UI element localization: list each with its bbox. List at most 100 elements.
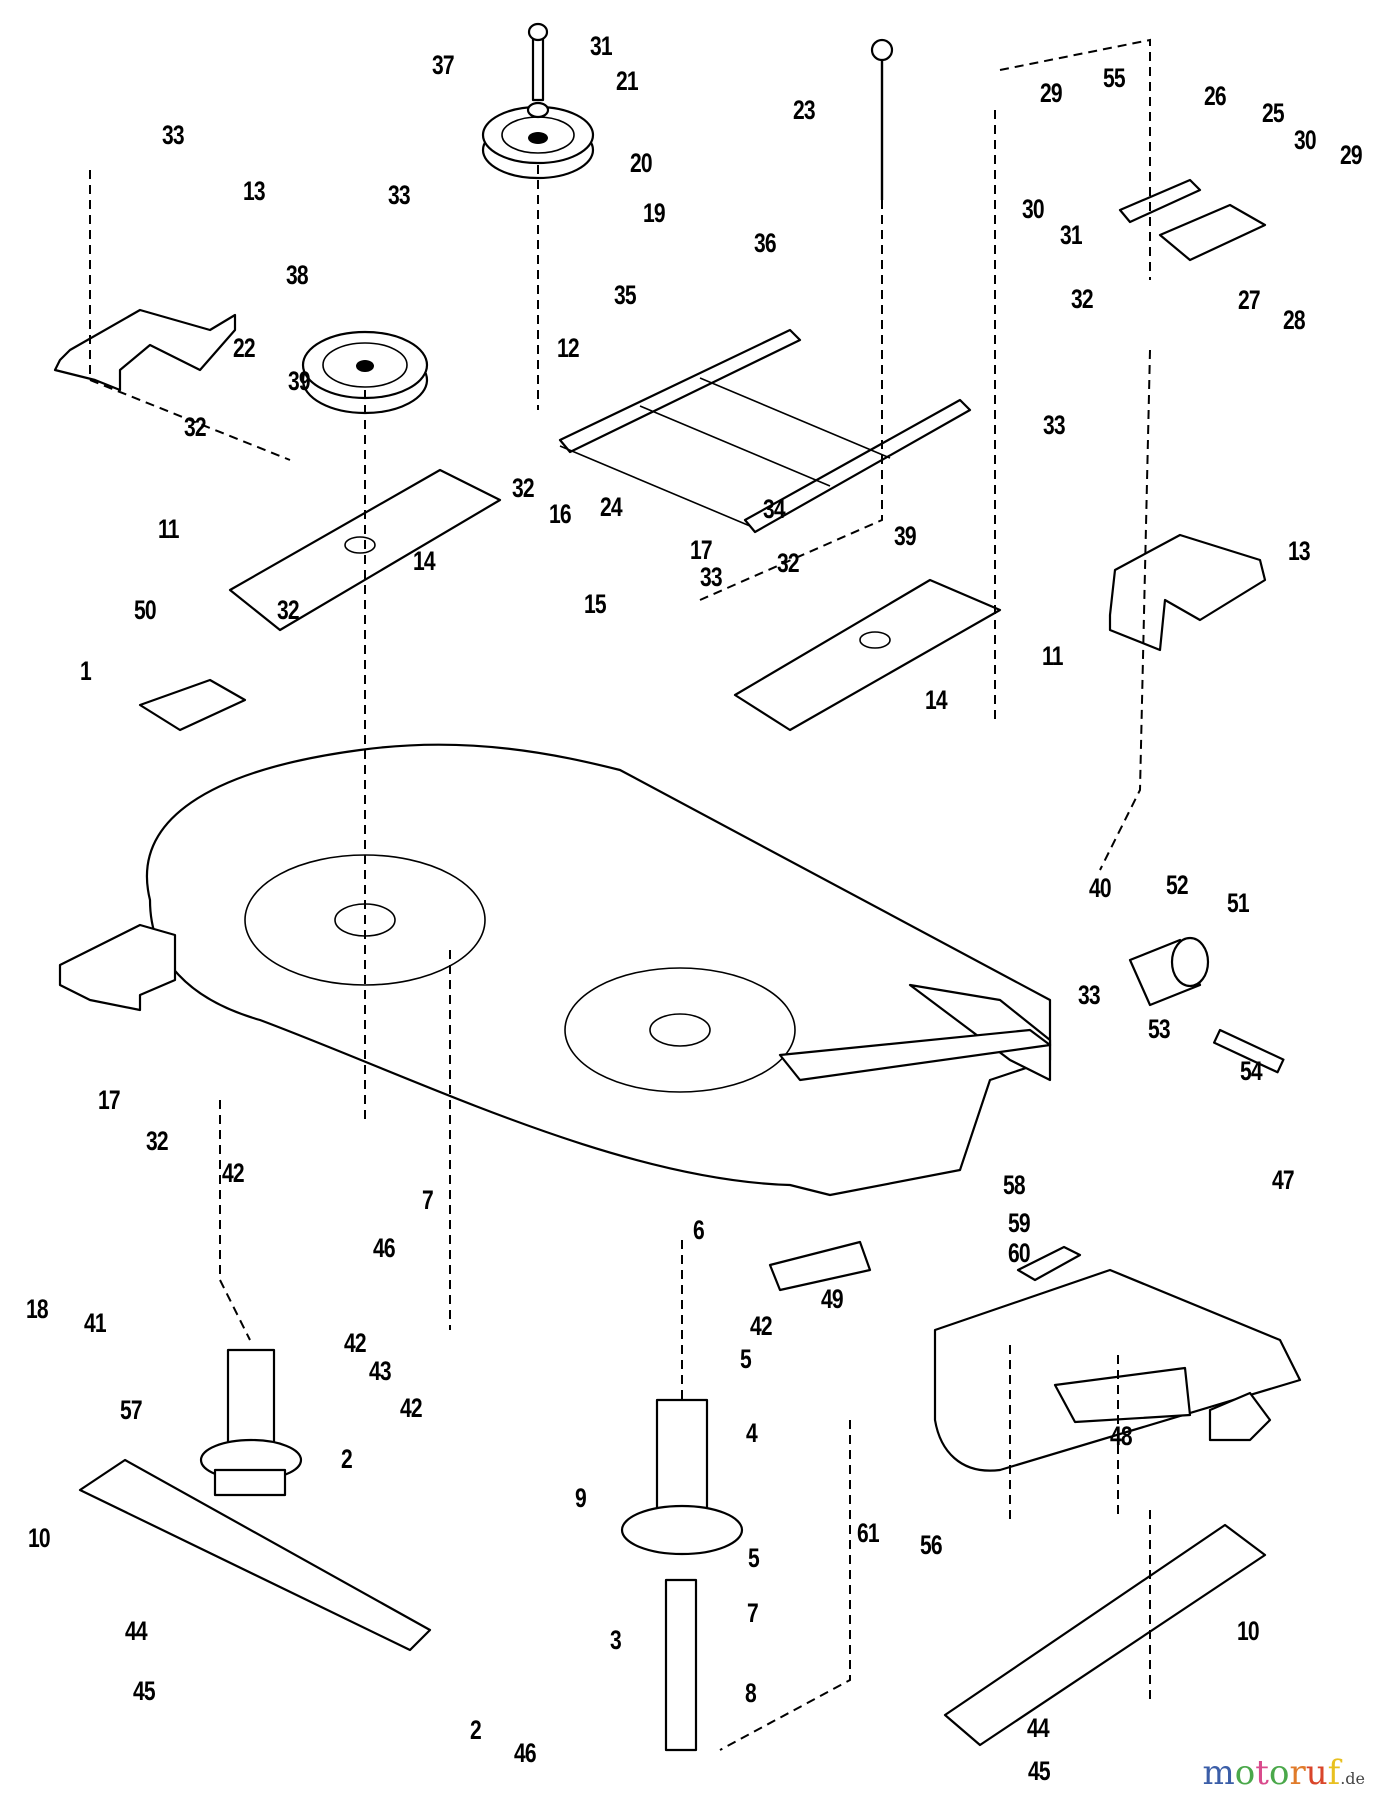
decal-48	[1208, 1391, 1272, 1442]
callout-label-30: 30	[1022, 194, 1045, 224]
callout-label-47: 47	[1272, 1165, 1295, 1195]
callout-label-5: 5	[748, 1543, 760, 1573]
callout-label-25: 25	[1262, 98, 1285, 128]
callout-label-17: 17	[690, 535, 713, 565]
callout-label-53: 53	[1148, 1014, 1171, 1044]
callout-label-44: 44	[125, 1616, 148, 1646]
watermark-letter: u	[1305, 1753, 1328, 1793]
callout-label-35: 35	[614, 280, 637, 310]
callout-label-13: 13	[243, 176, 266, 206]
callout-label-10: 10	[28, 1523, 51, 1553]
callout-label-50: 50	[134, 595, 157, 625]
callout-label-11: 11	[1042, 641, 1063, 671]
callout-label-27: 27	[1238, 285, 1261, 315]
callout-label-16: 16	[549, 499, 572, 529]
callout-label-39: 39	[288, 366, 311, 396]
callout-label-61: 61	[857, 1518, 880, 1548]
callout-label-39: 39	[894, 521, 917, 551]
watermark-letter: o	[1268, 1753, 1290, 1793]
callout-label-33: 33	[162, 120, 185, 150]
bracket-11-left	[228, 468, 502, 632]
watermark-letter: t	[1255, 1753, 1269, 1793]
callout-label-42: 42	[750, 1311, 773, 1341]
callout-label-5: 5	[740, 1344, 752, 1374]
callout-label-58: 58	[1003, 1170, 1026, 1200]
callout-label-24: 24	[600, 492, 623, 522]
callout-label-4: 4	[746, 1418, 758, 1448]
decal-49	[768, 1240, 872, 1292]
callout-label-14: 14	[925, 685, 948, 715]
callout-label-52: 52	[1166, 870, 1189, 900]
callout-label-32: 32	[777, 548, 800, 578]
callout-label-7: 7	[747, 1598, 759, 1628]
callout-label-3: 3	[610, 1625, 622, 1655]
deck-pulley	[301, 330, 429, 415]
callout-label-26: 26	[1204, 81, 1227, 111]
lift-arm-assembly	[558, 328, 972, 534]
callout-label-29: 29	[1040, 78, 1063, 108]
callout-label-15: 15	[584, 589, 607, 619]
anti-scalp-roller	[1128, 936, 1285, 1074]
callout-label-19: 19	[643, 198, 666, 228]
callout-label-31: 31	[590, 31, 613, 61]
bracket-13-left	[53, 308, 237, 392]
callout-label-32: 32	[277, 595, 300, 625]
callout-label-22: 22	[233, 333, 256, 363]
spindle-right	[620, 1398, 744, 1752]
callout-label-34: 34	[763, 494, 786, 524]
callout-label-51: 51	[1227, 888, 1250, 918]
callout-label-18: 18	[26, 1294, 49, 1324]
callout-label-57: 57	[120, 1395, 143, 1425]
callout-label-45: 45	[133, 1676, 156, 1706]
callout-label-55: 55	[1103, 63, 1126, 93]
callout-label-29: 29	[1340, 140, 1363, 170]
callout-label-42: 42	[222, 1158, 245, 1188]
callout-label-8: 8	[745, 1678, 757, 1708]
callout-label-21: 21	[616, 66, 639, 96]
callout-label-60: 60	[1008, 1238, 1031, 1268]
watermark-letter: f	[1327, 1753, 1341, 1793]
callout-label-2: 2	[341, 1444, 353, 1474]
callout-label-11: 11	[158, 514, 179, 544]
callout-label-43: 43	[369, 1356, 392, 1386]
callout-label-33: 33	[700, 562, 723, 592]
callout-label-31: 31	[1060, 220, 1083, 250]
callout-label-42: 42	[344, 1328, 367, 1358]
callout-label-59: 59	[1008, 1208, 1031, 1238]
callout-label-17: 17	[98, 1085, 121, 1115]
bracket-11-right	[733, 578, 1002, 732]
callout-label-32: 32	[1071, 284, 1094, 314]
callout-label-46: 46	[373, 1233, 396, 1263]
callout-label-49: 49	[821, 1284, 844, 1314]
callout-label-32: 32	[184, 412, 207, 442]
callout-label-56: 56	[920, 1530, 943, 1560]
callout-label-12: 12	[557, 333, 580, 363]
callout-label-28: 28	[1283, 305, 1306, 335]
decal-50	[138, 678, 247, 732]
motoruf-watermark: motoruf.de	[1203, 1756, 1365, 1790]
watermark-letter: r	[1289, 1753, 1306, 1793]
callout-label-2: 2	[470, 1715, 482, 1745]
watermark-letter: m	[1202, 1753, 1235, 1793]
blade-left	[78, 1458, 432, 1652]
callout-label-7: 7	[422, 1185, 434, 1215]
callout-label-36: 36	[754, 228, 777, 258]
watermark-letter: o	[1234, 1753, 1256, 1793]
callout-label-48: 48	[1110, 1421, 1133, 1451]
callout-label-40: 40	[1089, 873, 1112, 903]
callout-label-32: 32	[512, 473, 535, 503]
bracket-13-right	[1108, 533, 1267, 652]
assembly-guide-lines	[89, 38, 1151, 1751]
callout-label-54: 54	[1240, 1056, 1263, 1086]
blade-right	[943, 1523, 1267, 1747]
callout-label-42: 42	[400, 1393, 423, 1423]
idler-pulley	[481, 22, 595, 180]
callout-label-44: 44	[1027, 1713, 1050, 1743]
callout-label-46: 46	[514, 1738, 537, 1768]
callout-label-33: 33	[388, 180, 411, 210]
callout-label-23: 23	[793, 95, 816, 125]
callout-label-38: 38	[286, 260, 309, 290]
mower-deck-shell	[58, 743, 1052, 1197]
